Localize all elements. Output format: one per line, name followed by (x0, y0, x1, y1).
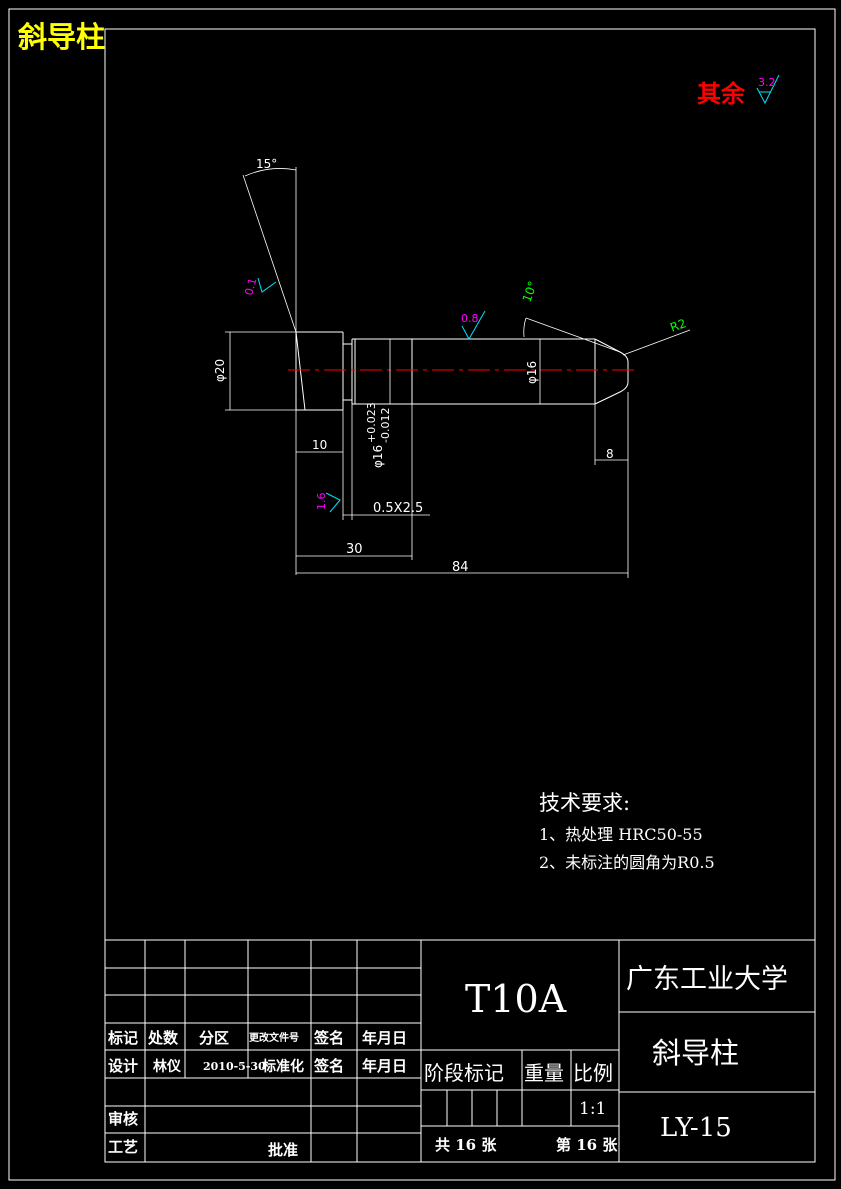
part-outline (295, 331, 629, 411)
dim-len-tip: 8 (606, 447, 614, 461)
standard-label: 标准化 (261, 1058, 304, 1075)
approve-label: 批准 (268, 1141, 298, 1159)
drawing-number: LY-15 (660, 1113, 732, 1143)
roughness-groove: 1.6 (315, 493, 328, 511)
roughness-body: 0.8 (461, 312, 479, 325)
dim-len-fit: 30 (346, 542, 363, 557)
sign2-label: 签名 (313, 1057, 344, 1075)
scale-label: 比例 (573, 1061, 613, 1085)
roughness-head: 0.1 (242, 277, 259, 297)
tech-item-1: 1、热处理 HRC50-55 (539, 825, 703, 844)
weight-label: 重量 (524, 1061, 564, 1085)
sheet-number: 第 16 张 (556, 1136, 618, 1154)
dim-fit-lower: -0.012 (379, 408, 392, 443)
tech-item-2: 2、未标注的圆角为R0.5 (539, 853, 715, 872)
part-name: 斜导柱 (652, 1036, 739, 1070)
roughness-mark-body-icon (461, 310, 486, 341)
hdr-mark: 标记 (107, 1029, 138, 1047)
hdr-sign: 签名 (313, 1029, 344, 1047)
dim-dia-tip: φ16 (525, 361, 539, 384)
hdr-zone: 分区 (199, 1029, 229, 1047)
dim-fit-upper: +0.023 (365, 402, 378, 443)
stage-label: 阶段标记 (424, 1061, 504, 1085)
process-label: 工艺 (108, 1138, 138, 1156)
roughness-mark-head-icon (257, 277, 277, 293)
outer-frame (8, 8, 836, 1181)
hdr-date: 年月日 (362, 1029, 407, 1047)
surface-default-value: 3.2 (758, 76, 776, 89)
hdr-doc: 更改文件号 (249, 1031, 299, 1044)
corner-title: 斜导柱 (18, 20, 105, 54)
dim-angle-top: 15° (256, 157, 277, 171)
dim-angle-tip: 10° (520, 279, 540, 304)
design-label: 设计 (108, 1057, 138, 1075)
inner-frame (104, 28, 816, 1163)
school-name: 广东工业大学 (626, 964, 788, 995)
dim-len-total: 84 (452, 560, 469, 575)
review-label: 审核 (108, 1110, 138, 1128)
date2-label: 年月日 (362, 1057, 407, 1075)
surface-default-label: 其余 (697, 79, 746, 108)
title-block-grid (105, 939, 815, 1162)
scale-value: 1:1 (579, 1099, 606, 1119)
dim-dia-head: φ20 (213, 359, 227, 382)
dim-fit-base: φ16 (371, 445, 385, 468)
roughness-mark-groove-icon (325, 492, 341, 513)
designer: 林仪 (153, 1058, 182, 1075)
design-date: 2010-5-30 (203, 1060, 266, 1073)
roughness-symbol-icon (756, 74, 780, 105)
material: T10A (465, 977, 567, 1021)
sheets-total: 共 16 张 (435, 1136, 497, 1154)
dim-len-head: 10 (312, 438, 327, 452)
tech-heading: 技术要求: (539, 791, 630, 815)
dim-groove: 0.5X2.5 (373, 501, 423, 516)
dim-radius: R2 (668, 316, 688, 335)
hdr-count: 处数 (147, 1029, 179, 1047)
dimension-lines (225, 167, 691, 578)
